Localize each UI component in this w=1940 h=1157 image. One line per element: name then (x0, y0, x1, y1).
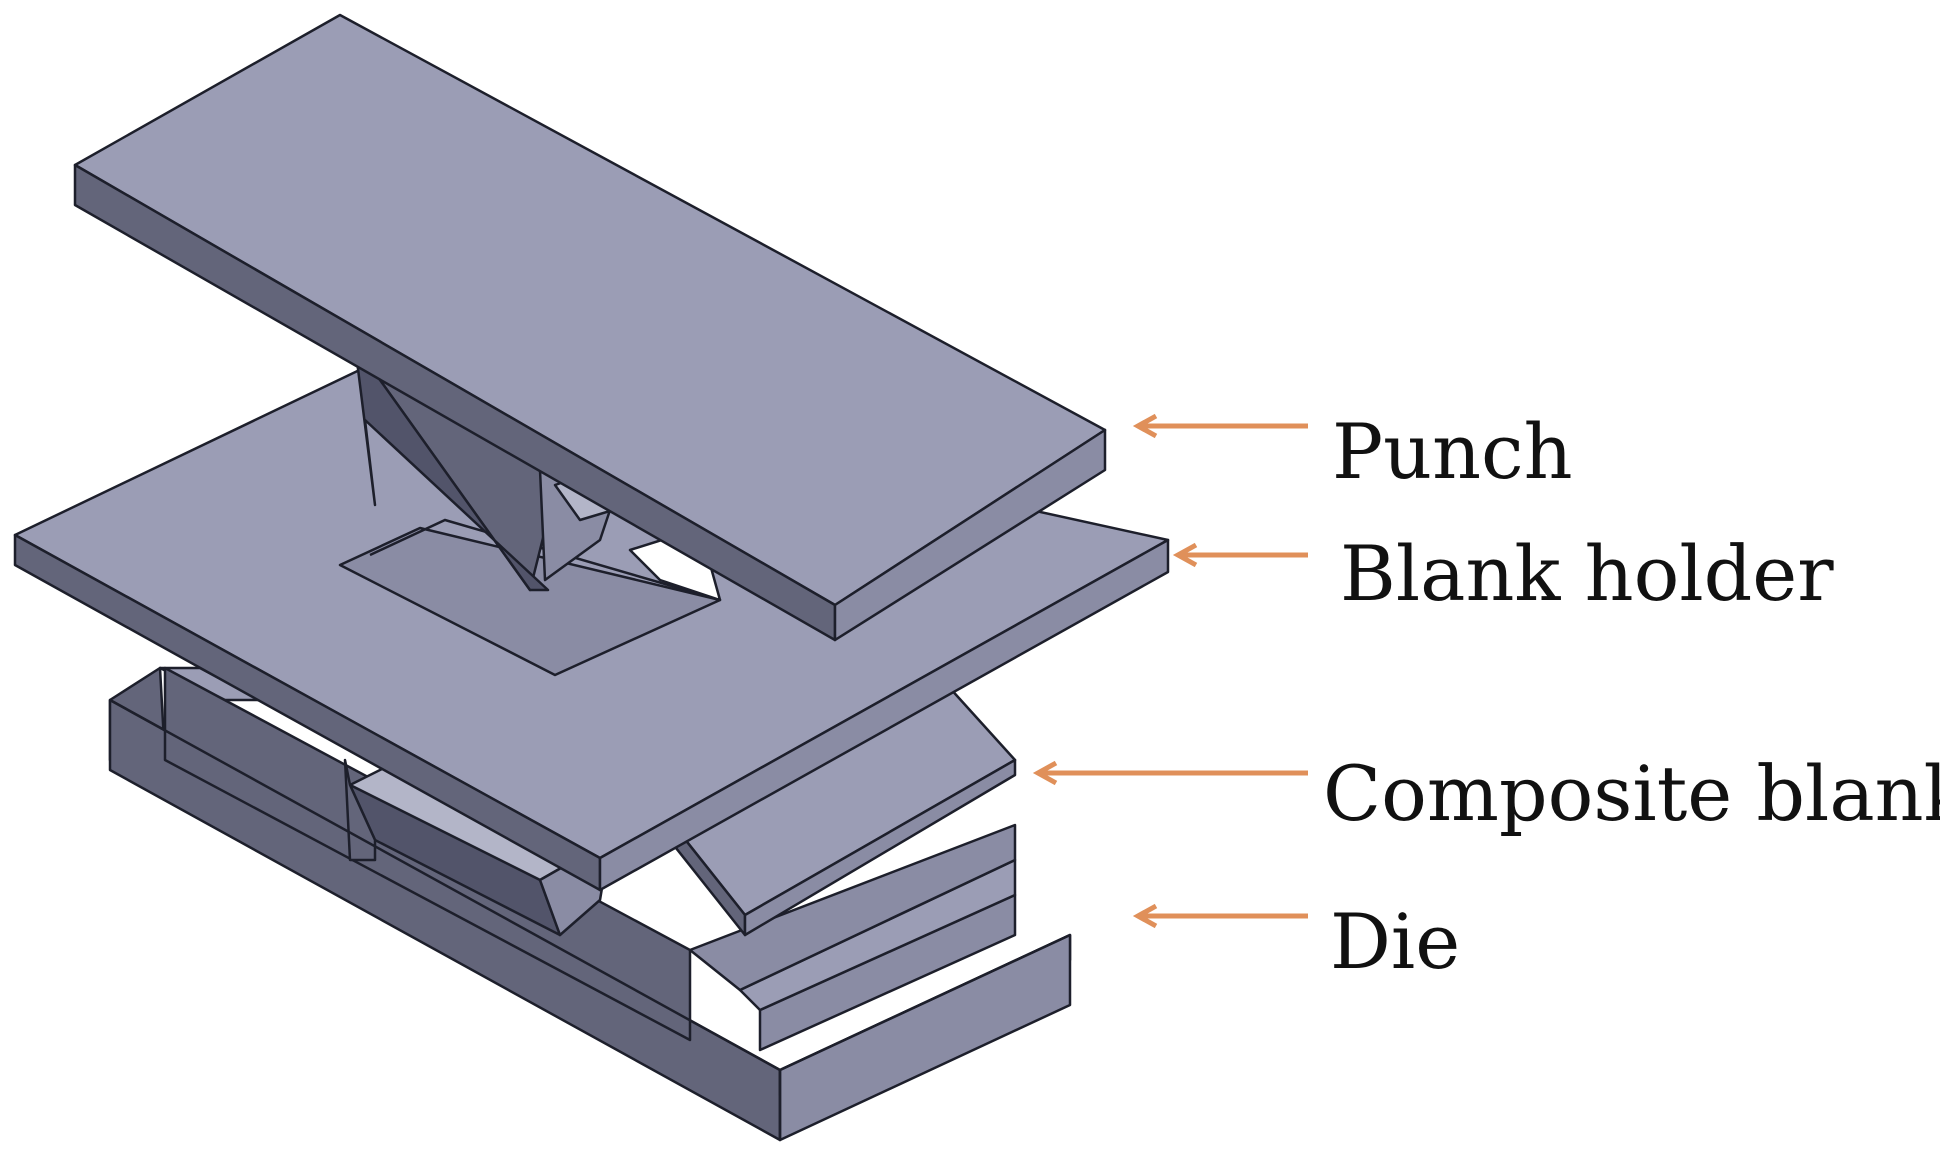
composite-blank-label: Composite blank (1323, 749, 1940, 838)
punch-label: Punch (1332, 407, 1573, 496)
blank-holder-part (13, 363, 1170, 892)
die-arrow (1132, 903, 1308, 929)
punch-part (73, 13, 1107, 642)
blank-holder-arrow (1172, 542, 1308, 568)
die-label: Die (1330, 897, 1460, 986)
blank-holder-label: Blank holder (1340, 529, 1834, 618)
punch-arrow (1132, 413, 1308, 439)
composite-blank-arrow (1032, 760, 1308, 786)
